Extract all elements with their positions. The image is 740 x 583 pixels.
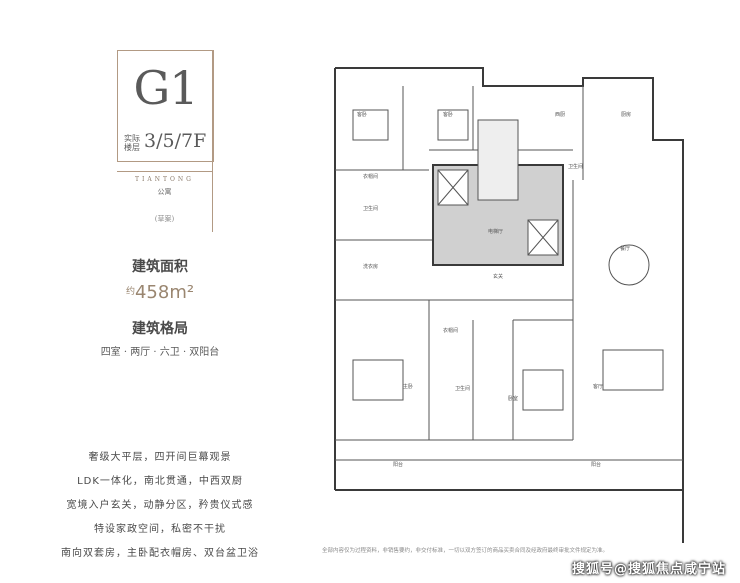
area-number: 458: [134, 282, 170, 303]
draft-note: (草案): [154, 215, 175, 223]
bed: [437, 109, 469, 141]
elevator-x: [437, 169, 469, 206]
floor-label: 实际 楼层: [122, 134, 140, 152]
room-label: 厨房: [621, 111, 631, 118]
layout-value: 四室 · 两厅 · 六卫 · 双阳台: [100, 347, 220, 358]
room-label: 阳台: [393, 461, 403, 468]
dining-table: [608, 244, 650, 286]
disclaimer: 全部内容仅为过程资料，非销售要约，非交付标准，一切以双方签订的商品买卖合同及经政…: [322, 548, 609, 554]
room-label: 主卧: [403, 383, 413, 390]
feature-item: 特设家政空间，私密不干扰: [94, 524, 226, 535]
floor-label-line2: 楼层: [124, 143, 140, 152]
divider: [117, 171, 212, 172]
room-label: 餐厅: [620, 245, 630, 252]
elevator-x: [527, 219, 559, 256]
feature-item: 奢级大平层，四开间巨幕观景: [88, 452, 232, 463]
bed: [522, 369, 564, 411]
area-unit: m²: [169, 282, 195, 303]
outer-wall-north: [335, 67, 684, 543]
room-label: 西厨: [555, 112, 565, 118]
room-label: 卧室: [508, 395, 518, 402]
feature-item: LDK一体化，南北贯通，中西双厨: [77, 476, 243, 487]
room-label: 卫生间: [568, 163, 583, 170]
floor-label-line1: 实际: [124, 134, 140, 143]
frame-line: [212, 50, 213, 232]
room-label: 客厅: [593, 383, 603, 390]
room-label: 卫生间: [363, 205, 378, 212]
unit-code: G1: [133, 61, 198, 115]
layout-title: 建筑格局: [132, 321, 188, 337]
watermark: 搜狐号@搜狐焦点咸宁站: [571, 562, 726, 577]
room-label: 阳台: [591, 461, 601, 468]
floor-plan: 客卧 客卧 西厨 厨房 衣帽间 卫生间 卫生间 电梯厅 玄关 餐厅 客厅 主卧 …: [334, 67, 684, 543]
room-label: 电梯厅: [488, 228, 503, 235]
info-panel: G1 实际 楼层 3/5/7F TIANTONG 公寓 (草案) 建筑面积 约4…: [0, 0, 320, 583]
area-about: 约: [125, 287, 135, 297]
feature-list: 奢级大平层，四开间巨幕观景 LDK一体化，南北贯通，中西双厨 宽境入户玄关，动静…: [0, 446, 320, 566]
bed: [352, 109, 389, 141]
feature-item: 宽境入户玄关，动静分区，矜贵仪式感: [66, 500, 254, 511]
room-label: 衣帽间: [443, 327, 458, 334]
feature-item: 南向双套房，主卧配衣帽房、双台盆卫浴: [61, 548, 259, 559]
room-label: 客卧: [443, 111, 453, 118]
area-value: 约458m²: [0, 282, 320, 303]
room-label: 卫生间: [455, 385, 470, 392]
stair: [477, 119, 519, 201]
sofa: [602, 349, 664, 391]
floor-numbers: 3/5/7F: [144, 130, 207, 152]
room-label: 洗衣房: [363, 263, 378, 270]
brand-cn: 公寓: [157, 188, 172, 196]
brand-en: TIANTONG: [135, 176, 194, 183]
room-label: 客卧: [357, 111, 367, 118]
bed: [352, 359, 404, 401]
area-title: 建筑面积: [132, 259, 188, 275]
room-label: 衣帽间: [363, 173, 378, 180]
unit-badge: G1 实际 楼层 3/5/7F: [117, 50, 214, 162]
room-label: 玄关: [493, 273, 503, 280]
